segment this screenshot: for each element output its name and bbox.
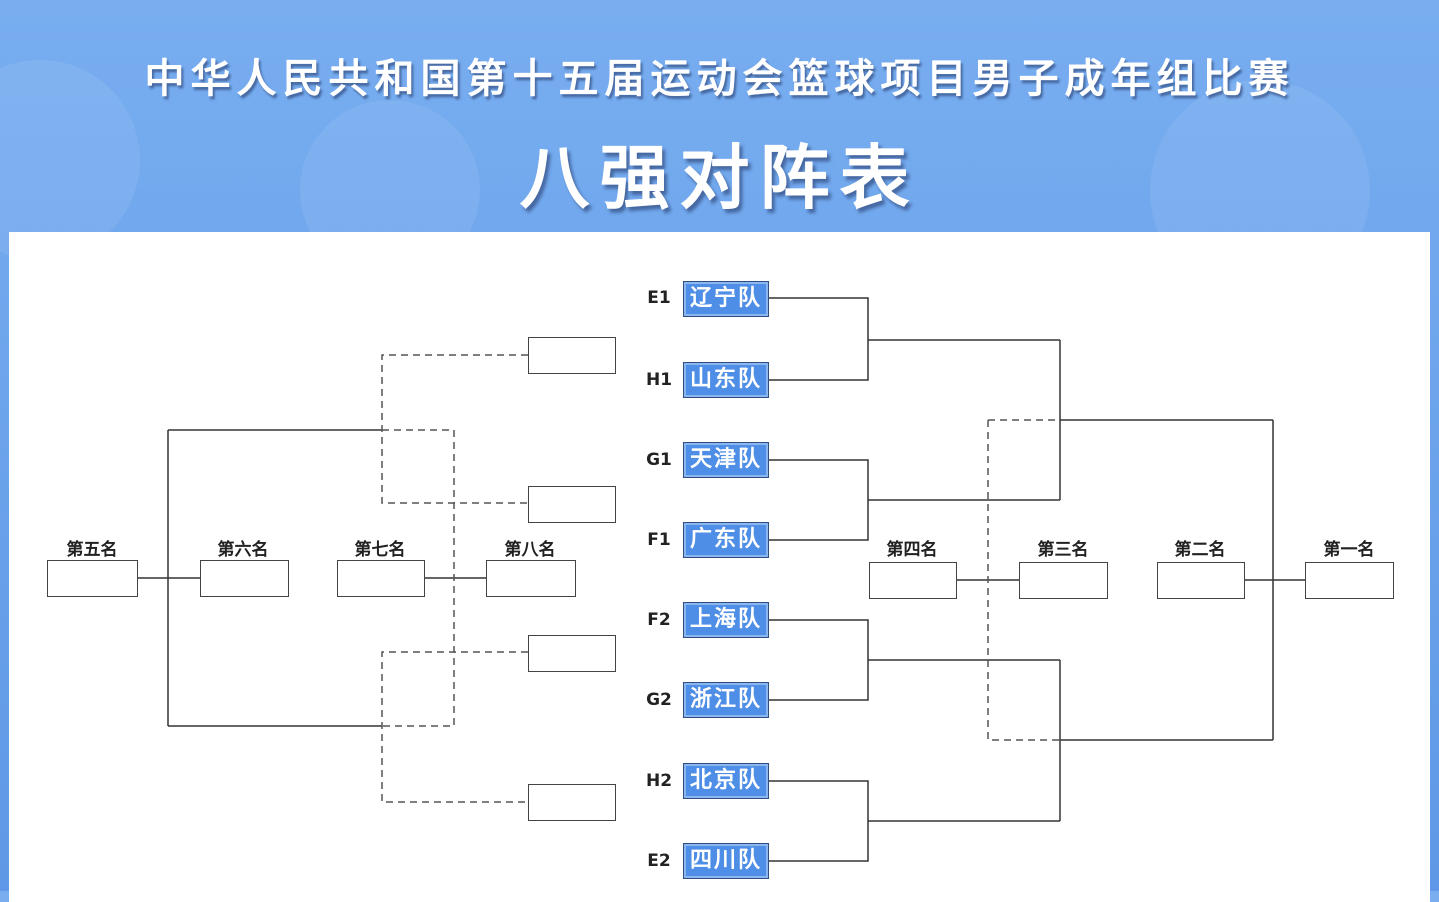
label-seventh: 第七名	[354, 540, 406, 560]
team-box: 天津队	[683, 442, 769, 478]
label-third: 第三名	[1037, 540, 1089, 560]
seed-label: F2	[647, 610, 671, 630]
label-sixth: 第六名	[217, 540, 269, 560]
seed-label: G2	[646, 690, 672, 710]
slot-third	[1019, 562, 1108, 599]
seed-label: E2	[647, 851, 671, 871]
slot-sixth	[200, 560, 289, 597]
seed-label: G1	[646, 450, 672, 470]
label-eighth: 第八名	[504, 540, 556, 560]
consolation-slot	[528, 486, 616, 523]
consolation-slot	[528, 784, 616, 821]
slot-fourth	[869, 562, 957, 599]
seed-label: F1	[647, 530, 671, 550]
consolation-slot	[528, 337, 616, 374]
page-subtitle: 八强对阵表	[519, 137, 920, 219]
slot-eighth	[486, 560, 576, 597]
slot-first	[1305, 562, 1394, 599]
team-box: 辽宁队	[683, 281, 769, 317]
team-box: 上海队	[683, 602, 769, 638]
label-fourth: 第四名	[886, 540, 938, 560]
slot-seventh	[337, 560, 425, 597]
team-box: 浙江队	[683, 682, 769, 718]
label-second: 第二名	[1174, 540, 1226, 560]
seed-label: H2	[645, 771, 673, 791]
consolation-slot	[528, 635, 616, 672]
page-title: 中华人民共和国第十五届运动会篮球项目男子成年组比赛	[144, 56, 1295, 102]
seed-label: H1	[645, 370, 673, 390]
team-box: 四川队	[683, 843, 769, 879]
team-box: 北京队	[683, 763, 769, 799]
label-fifth: 第五名	[66, 540, 118, 560]
slot-fifth	[47, 560, 138, 597]
team-box: 山东队	[683, 362, 769, 398]
slot-second	[1157, 562, 1245, 599]
seed-label: E1	[647, 288, 671, 308]
team-box: 广东队	[683, 522, 769, 558]
label-first: 第一名	[1323, 540, 1375, 560]
